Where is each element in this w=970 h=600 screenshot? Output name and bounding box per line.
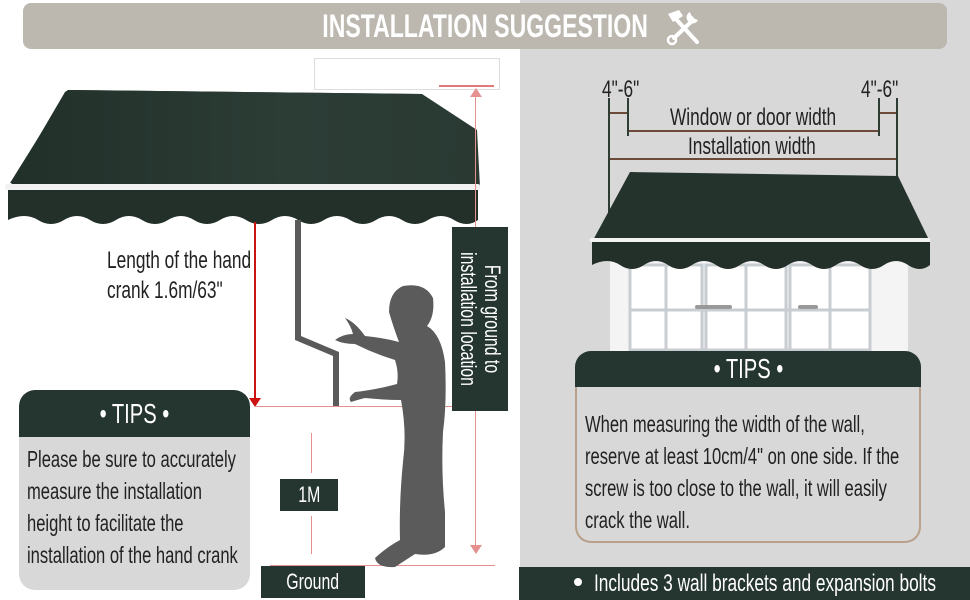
- arrow-up-icon: [470, 88, 482, 97]
- awning-illustration-left: [5, 90, 480, 224]
- bracket-outline: [314, 58, 500, 90]
- arrow-down-icon: [249, 398, 261, 407]
- installation-width-arrow: [610, 158, 896, 160]
- window-width-arrow: [629, 130, 878, 132]
- tips-body: Please be sure to accurately measure the…: [27, 446, 238, 568]
- hand-crank-rod: [295, 220, 339, 406]
- footer-note-bar: Includes 3 wall brackets and expansion b…: [519, 567, 970, 600]
- tips-card-right: [575, 385, 921, 543]
- header-bar: INSTALLATION SUGGESTION: [23, 3, 947, 49]
- dim-tick-outer-left: [608, 98, 610, 218]
- margin-arrow-right: [880, 112, 896, 114]
- one-meter-line-top: [311, 433, 312, 473]
- crank-end-line: [255, 406, 455, 407]
- footer-note: Includes 3 wall brackets and expansion b…: [594, 569, 936, 597]
- hammer-wrench-icon: [666, 10, 699, 46]
- arrow-down-icon: [470, 545, 482, 554]
- crank-length-label: Length of the hand crank 1.6m/63": [107, 247, 252, 304]
- height-label: From ground to installation location: [456, 252, 505, 386]
- crank-length-line: [254, 222, 256, 404]
- tips-body-right: When measuring the width of the wall, re…: [585, 411, 900, 533]
- one-meter-label: 1M: [280, 479, 338, 511]
- window-width-label: Window or door width: [670, 104, 837, 131]
- tips-card-left: • TIPS • Please be sure to accurately me…: [19, 390, 250, 590]
- height-label-box: [452, 227, 508, 411]
- tips-header-right: • TIPS •: [575, 351, 921, 387]
- bullet-icon: [574, 578, 582, 586]
- margin-arrow-left: [610, 112, 627, 114]
- dim-tick-inner-right: [878, 98, 880, 136]
- tips-header: • TIPS •: [19, 390, 250, 437]
- person-silhouette: [335, 285, 446, 568]
- ground-label: Ground: [261, 566, 365, 598]
- installation-width-label: Installation width: [688, 133, 816, 160]
- page-title: INSTALLATION SUGGESTION: [322, 7, 648, 44]
- measure-top-line: [439, 85, 494, 87]
- dim-tick-inner-left: [627, 98, 629, 136]
- one-meter-line-bottom: [311, 516, 312, 554]
- dim-tick-outer-right: [896, 98, 898, 218]
